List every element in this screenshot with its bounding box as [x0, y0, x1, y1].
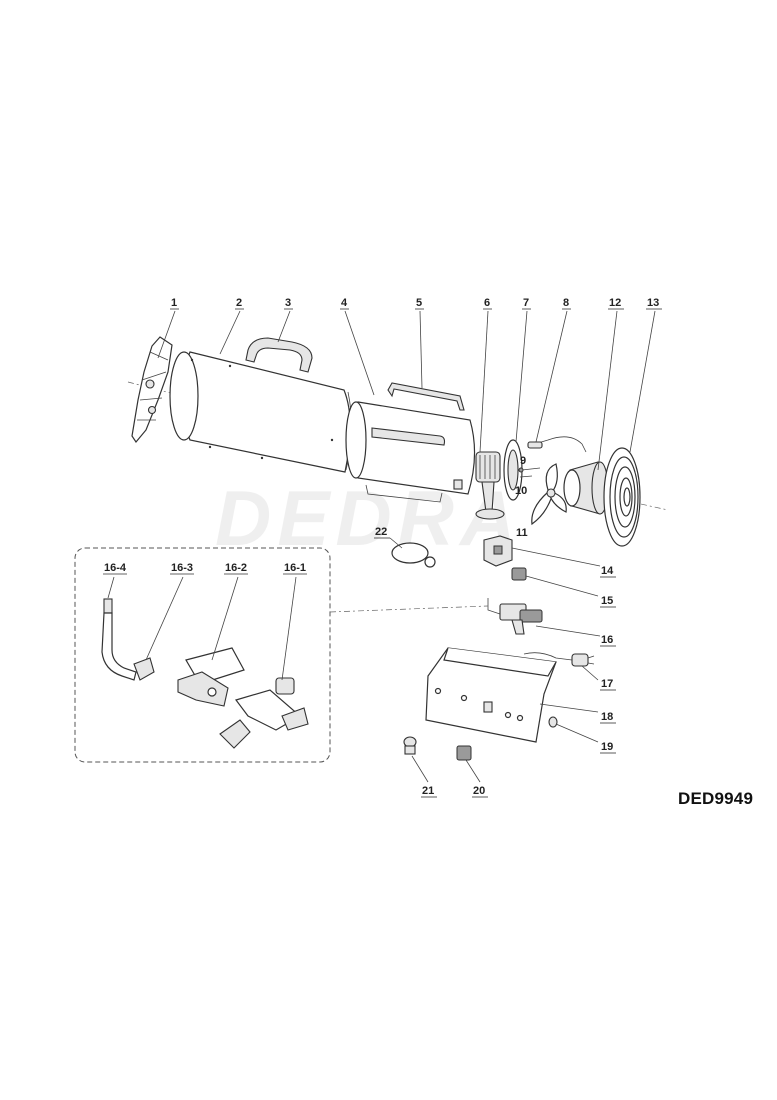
label-11: 11	[516, 527, 528, 539]
label-18: 18	[601, 711, 613, 723]
label-12: 12	[609, 297, 621, 309]
part-7-burner-disc	[503, 439, 523, 501]
label-4: 4	[341, 297, 348, 309]
part-12-motor	[563, 461, 609, 515]
label-10: 10	[515, 485, 527, 497]
label-16: 16	[601, 634, 613, 646]
label-3: 3	[285, 297, 291, 309]
part-8-thermocouple	[527, 436, 587, 453]
label-7: 7	[523, 297, 529, 309]
part-15-pressure-switch	[511, 567, 527, 581]
part-3-handle	[245, 337, 313, 373]
part-10-screw	[519, 475, 533, 478]
label-8: 8	[563, 297, 569, 309]
label-13: 13	[647, 297, 659, 309]
label-21: 21	[422, 785, 434, 797]
part-labels: 1 2 3 4 5 6 7 8 9 10 11 12 13 14 15 16 1…	[104, 297, 659, 797]
label-15: 15	[601, 595, 613, 607]
part-21-ignition-button	[403, 736, 417, 755]
part-16-4-fitting	[101, 598, 137, 681]
part-13-front-guard	[603, 447, 641, 547]
label-20: 20	[473, 785, 485, 797]
part-17-power-cord	[523, 652, 595, 667]
label-6: 6	[484, 297, 490, 309]
part-16-2-solenoid	[177, 647, 245, 707]
part-16-3-nut	[133, 657, 155, 681]
part-4-inner-chamber	[345, 401, 476, 503]
part-18-base-frame	[425, 647, 557, 743]
part-11-fan	[531, 463, 567, 526]
part-1-rear-grill	[131, 336, 173, 444]
detail-box-16	[74, 547, 489, 763]
label-2: 2	[236, 297, 242, 309]
label-1: 1	[171, 297, 177, 309]
part-20-rocker-switch	[456, 745, 472, 761]
part-2-outer-shell	[169, 351, 352, 473]
label-19: 19	[601, 741, 613, 753]
label-16-2: 16-2	[225, 562, 247, 574]
part-5-bracket	[387, 382, 465, 411]
leader-lines	[107, 310, 656, 783]
part-16-gas-valve	[487, 598, 543, 635]
part-16-1-valve-body	[219, 677, 309, 749]
label-17: 17	[601, 678, 613, 690]
part-22-hose-ring	[391, 542, 436, 568]
label-9: 9	[520, 455, 526, 467]
model-code: DED9949	[678, 789, 754, 808]
label-16-1: 16-1	[284, 562, 306, 574]
label-16-4: 16-4	[104, 562, 127, 574]
watermark-logo: DEDRA	[215, 474, 522, 562]
label-underlines	[103, 308, 662, 798]
part-19-knob	[548, 716, 558, 728]
part-14-support-bracket	[483, 535, 513, 567]
part-9-spark-electrode	[518, 467, 541, 473]
label-22: 22	[375, 526, 387, 538]
label-16-3: 16-3	[171, 562, 193, 574]
label-14: 14	[601, 565, 614, 577]
label-5: 5	[416, 297, 422, 309]
part-6-burner	[475, 451, 505, 520]
